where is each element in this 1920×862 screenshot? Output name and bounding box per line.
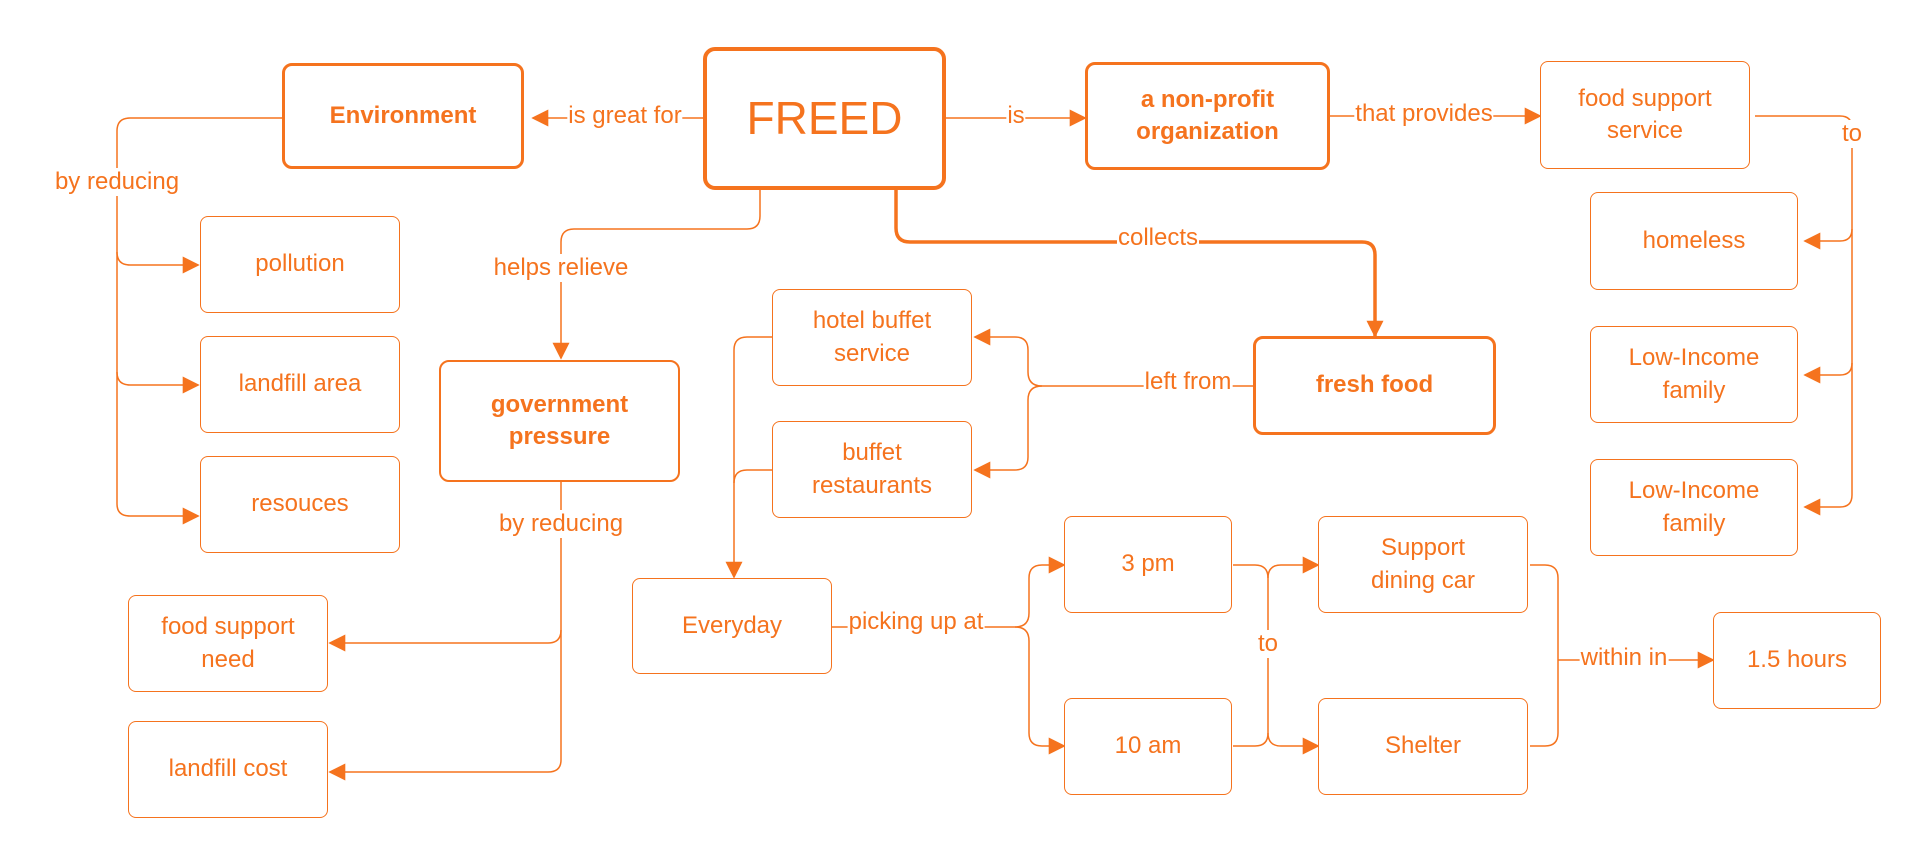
label-is-great-for: is great for <box>567 102 683 130</box>
food-support-service-node[interactable]: food support service <box>1540 61 1750 169</box>
shelter-node[interactable]: Shelter <box>1318 698 1528 795</box>
label-left-from: left from <box>1143 368 1233 396</box>
edge-to-shelter <box>1267 732 1320 755</box>
label-picking-up-at: picking up at <box>847 608 985 636</box>
everyday-node[interactable]: Everyday <box>632 578 832 674</box>
edge-to-3pm <box>1014 556 1066 628</box>
support-dining-car-node[interactable]: Support dining car <box>1318 516 1528 613</box>
edge-to-hotel-buffet <box>973 328 1043 387</box>
hotel-buffet-service-node[interactable]: hotel buffet service <box>772 289 972 386</box>
label-to-mid: to <box>1256 630 1280 658</box>
label-by-reducing-left: by reducing <box>53 168 181 196</box>
low-income-family-node-2[interactable]: Low-Income family <box>1590 459 1798 556</box>
landfill-area-node[interactable]: landfill area <box>200 336 400 433</box>
edge-sources-everyday-2 <box>733 469 775 484</box>
edge-destinations-hours <box>1530 564 1559 747</box>
label-that-provides: that provides <box>1354 100 1494 128</box>
homeless-node[interactable]: homeless <box>1590 192 1798 290</box>
freed-node[interactable]: FREED <box>703 47 946 190</box>
1-5-hours-node[interactable]: 1.5 hours <box>1713 612 1881 709</box>
edge-environment-reductions <box>116 117 283 517</box>
edge-government-reductions <box>547 482 562 773</box>
resouces-node[interactable]: resouces <box>200 456 400 553</box>
food-support-need-node[interactable]: food support need <box>128 595 328 692</box>
label-within-in: within in <box>1579 644 1669 672</box>
edge-sources-everyday <box>725 336 775 579</box>
environment-node[interactable]: Environment <box>282 63 524 169</box>
edge-to-support-dining-car <box>1267 556 1320 579</box>
landfill-cost-node[interactable]: landfill cost <box>128 721 328 818</box>
pollution-node[interactable]: pollution <box>200 216 400 313</box>
edge-to-food-support-need <box>328 629 562 652</box>
10am-node[interactable]: 10 am <box>1064 698 1232 795</box>
edge-to-lowincome-1 <box>1803 362 1853 384</box>
edge-to-homeless <box>1803 228 1853 250</box>
buffet-restaurants-node[interactable]: buffet restaurants <box>772 421 972 518</box>
3pm-node[interactable]: 3 pm <box>1064 516 1232 613</box>
fresh-food-node[interactable]: fresh food <box>1253 336 1496 435</box>
edge-freed-government <box>552 190 761 360</box>
edge-to-10am <box>1014 626 1066 755</box>
low-income-family-node-1[interactable]: Low-Income family <box>1590 326 1798 423</box>
edge-to-landfill-area <box>116 371 200 394</box>
edge-to-pollution <box>116 251 200 274</box>
label-collects: collects <box>1116 224 1200 252</box>
edge-foodsupport-recipients <box>1755 115 1853 508</box>
label-by-reducing-mid: by reducing <box>497 510 625 538</box>
label-to-right: to <box>1840 120 1864 148</box>
nonprofit-node[interactable]: a non-profit organization <box>1085 62 1330 170</box>
label-is: is <box>1006 102 1026 130</box>
government-pressure-node[interactable]: government pressure <box>439 360 680 482</box>
edge-to-buffet-restaurants <box>973 385 1043 479</box>
label-helps-relieve: helps relieve <box>492 254 630 282</box>
